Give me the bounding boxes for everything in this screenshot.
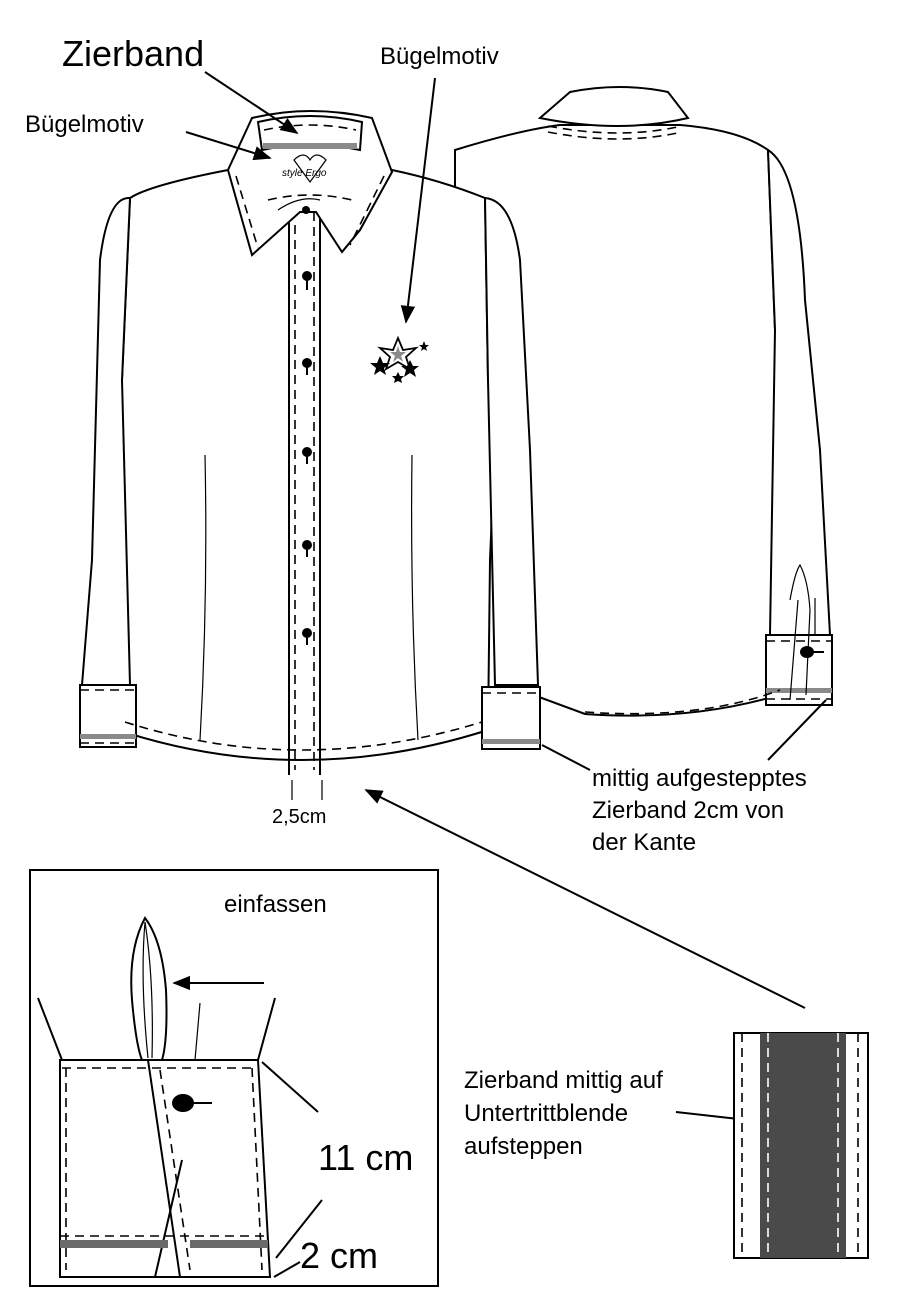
collar-zierband <box>263 143 357 149</box>
placket-width-label: 2,5cm <box>272 806 327 828</box>
buegelmotiv-collar-label: Bügelmotiv <box>25 111 144 138</box>
back-cuff-button <box>800 646 814 658</box>
placket-note-line3: aufsteppen <box>464 1133 583 1160</box>
cuff-note-line3: der Kante <box>592 829 697 856</box>
brand-text: style Ergo <box>282 168 327 179</box>
brand-heart-icon <box>293 154 327 184</box>
cuff-note-line2: Zierband 2cm von <box>592 797 785 824</box>
front-right-cuff-band <box>482 739 540 744</box>
inset-title-label: einfassen <box>224 891 327 918</box>
shirt-front-view: style Ergo <box>79 110 541 800</box>
placket-note-line1: Zierband mittig auf <box>464 1067 663 1094</box>
binding-strip <box>130 916 168 1061</box>
inset-height-label: 11 cm <box>318 1137 414 1178</box>
cuff-detail-inset <box>29 869 439 1287</box>
zierband-title-label: Zierband <box>62 33 205 74</box>
placket-detail <box>733 1032 869 1259</box>
placket-note-line2: Untertrittblende <box>464 1100 629 1127</box>
front-left-cuff-band <box>80 734 136 739</box>
placket-zierband <box>760 1033 846 1258</box>
back-cuff-band <box>766 688 832 693</box>
shirt-back-view <box>454 86 833 717</box>
star-motif-icon <box>370 335 429 383</box>
cuff-note-line1: mittig aufgestepptes <box>592 765 807 792</box>
placket-buttons <box>302 271 312 645</box>
buegelmotiv-chest-label: Bügelmotiv <box>380 43 499 70</box>
inset-band-label: 2 cm <box>300 1235 379 1276</box>
inset-cuff-button <box>172 1094 194 1112</box>
inset-cuff-band <box>60 1240 168 1248</box>
